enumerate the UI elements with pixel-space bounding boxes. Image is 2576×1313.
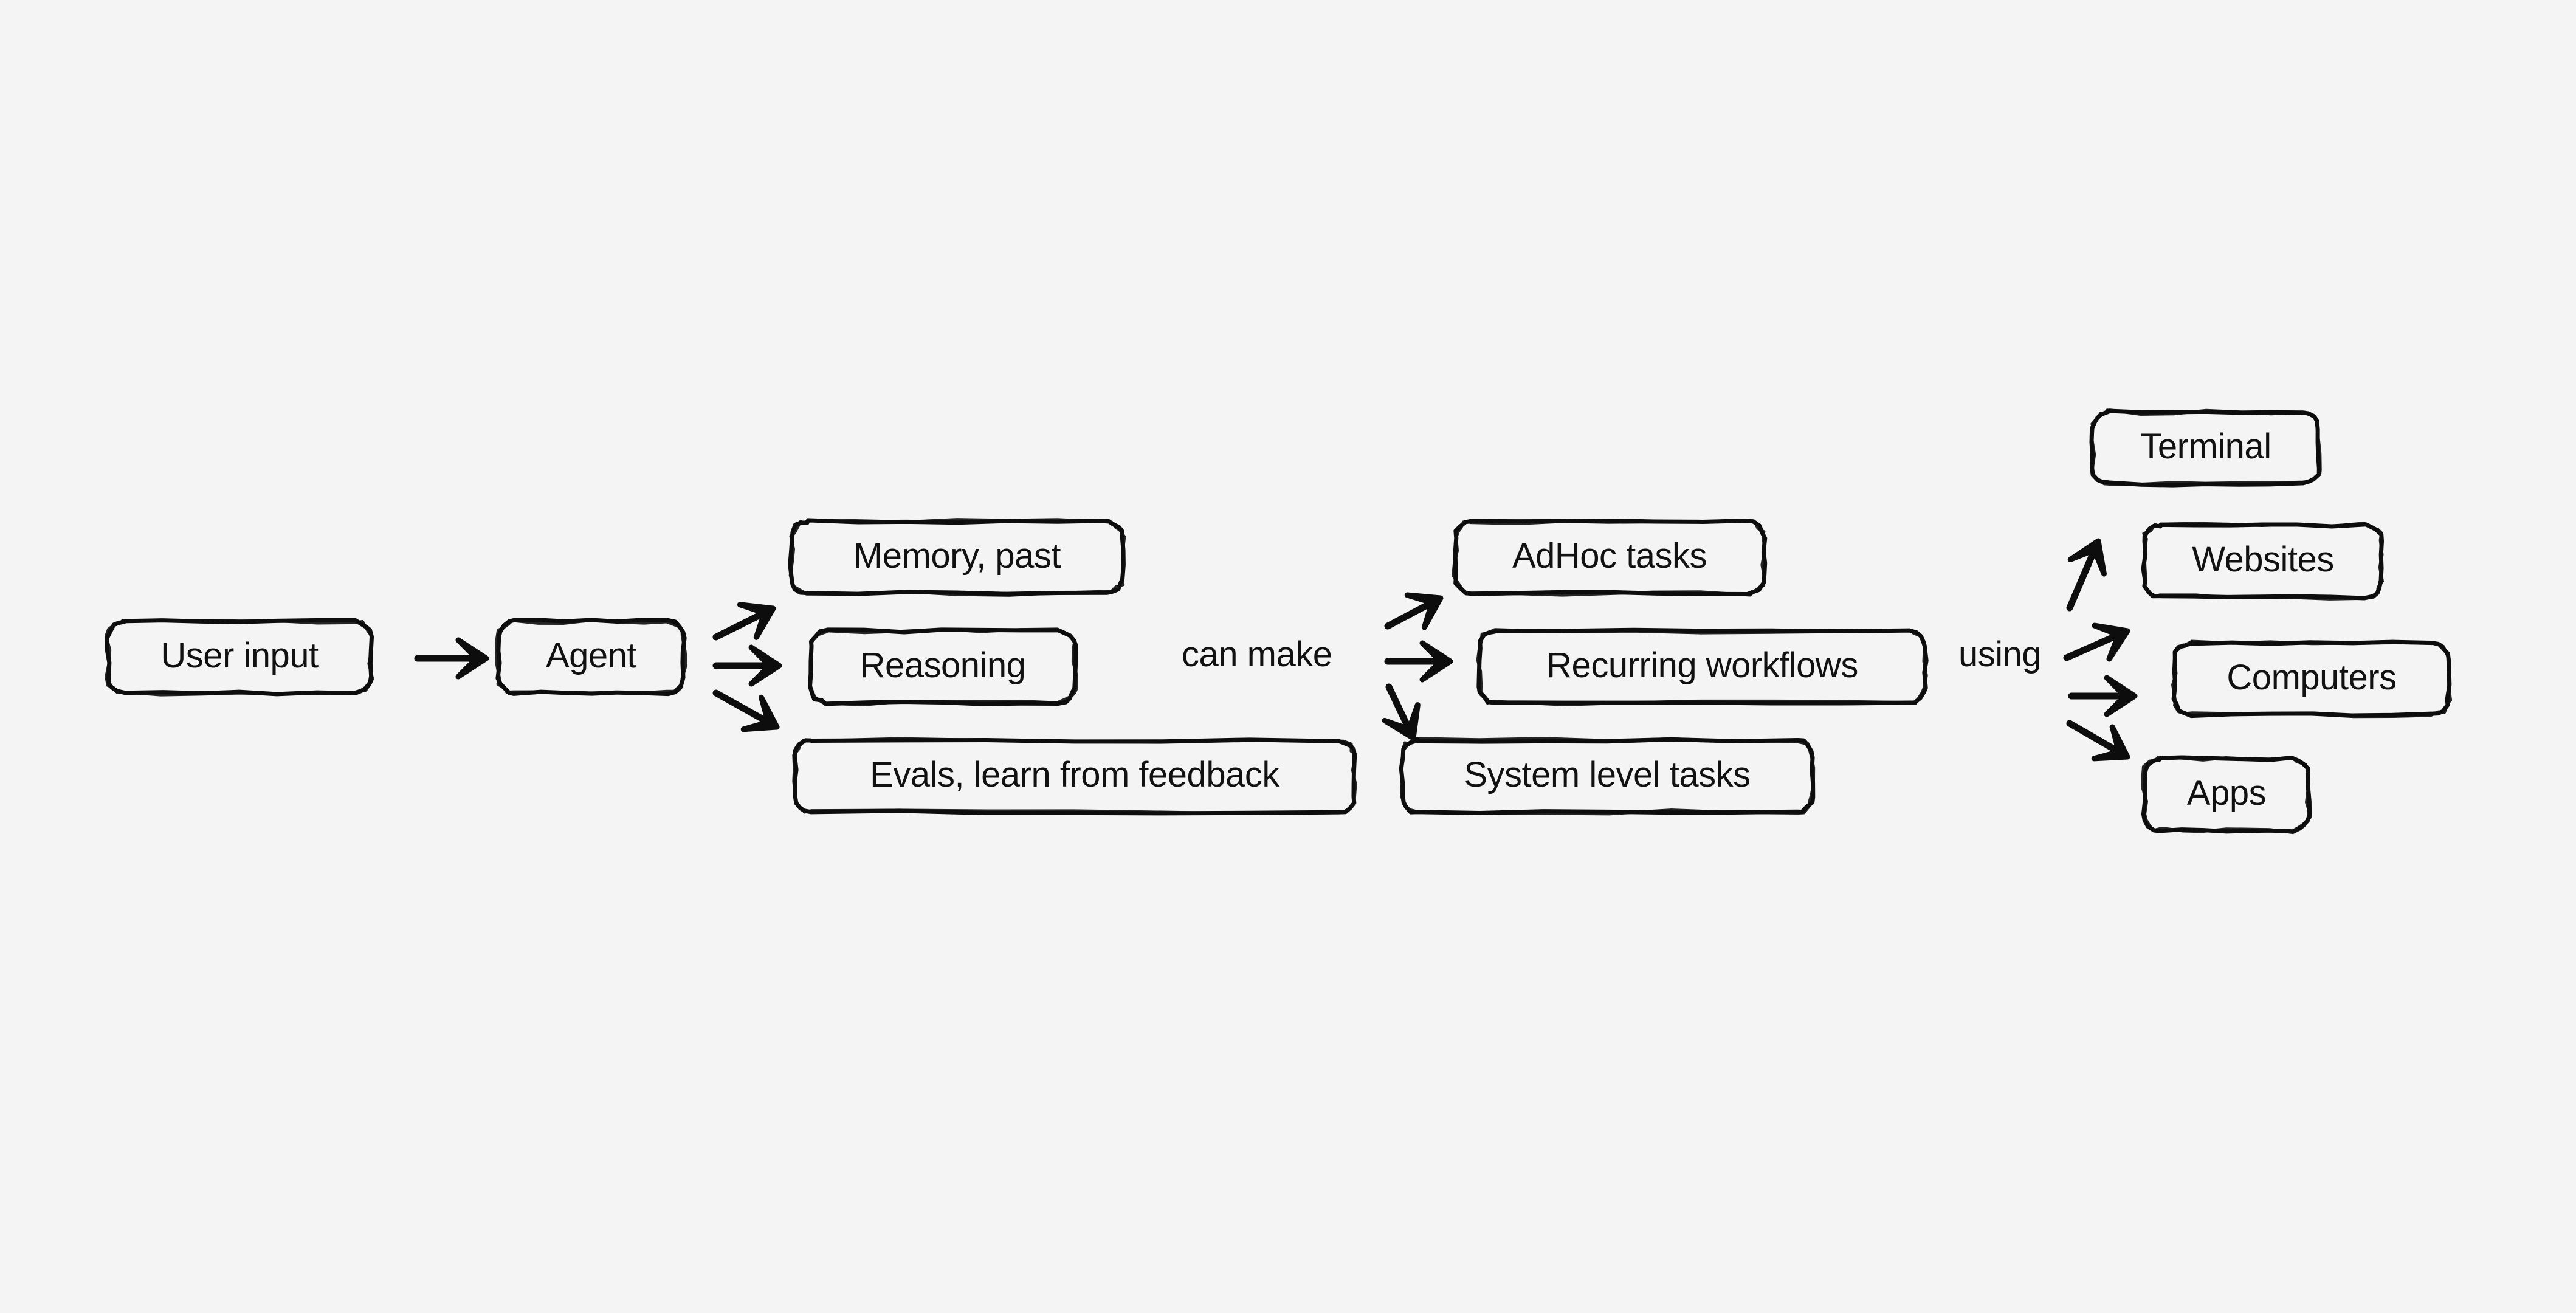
arrow-can-make-to-adhoc: [1384, 592, 1444, 630]
node-system-level-tasks[interactable]: System level tasks: [1399, 737, 1816, 816]
sketch-border: [1452, 518, 1768, 597]
arrow-can-make-to-recurring: [1384, 640, 1453, 683]
node-label: Agent: [545, 636, 637, 675]
node-adhoc-tasks[interactable]: AdHoc tasks: [1452, 518, 1768, 597]
connector-label-using: using: [1958, 635, 2042, 674]
sketch-border: [105, 618, 374, 697]
node-evals-feedback[interactable]: Evals, learn from feedback: [792, 737, 1357, 816]
arrow-agent-to-memory-past: [712, 602, 776, 641]
node-apps[interactable]: Apps: [2141, 755, 2312, 835]
node-label: Terminal: [2140, 427, 2271, 466]
node-label: Evals, learn from feedback: [870, 755, 1279, 794]
node-label: Apps: [2186, 773, 2267, 813]
connector-label-can-make: can make: [1182, 635, 1332, 674]
sketch-border: [788, 518, 1126, 597]
sketch-border: [2141, 755, 2312, 835]
node-label: Computers: [2226, 658, 2397, 697]
arrow-agent-to-evals-feedback: [712, 689, 780, 732]
node-agent[interactable]: Agent: [495, 618, 688, 697]
node-websites[interactable]: Websites: [2141, 522, 2385, 601]
node-user-input[interactable]: User input: [105, 618, 374, 697]
sketch-border: [2141, 522, 2385, 601]
node-label: System level tasks: [1464, 755, 1751, 794]
sketch-border: [2171, 639, 2453, 719]
arrow-using-to-apps: [2066, 720, 2130, 762]
node-recurring-workflows[interactable]: Recurring workflows: [1476, 627, 1929, 706]
arrow-using-to-websites: [2063, 622, 2130, 662]
node-label: Reasoning: [859, 646, 1026, 685]
node-label: Websites: [2192, 540, 2334, 579]
sketch-border: [495, 618, 688, 697]
node-reasoning[interactable]: Reasoning: [808, 627, 1078, 706]
node-label: AdHoc tasks: [1512, 536, 1707, 576]
node-memory-past[interactable]: Memory, past: [788, 518, 1126, 597]
arrow-using-to-computers: [2068, 675, 2138, 717]
arrow-agent-to-reasoning: [712, 644, 782, 687]
sketch-border: [808, 627, 1078, 706]
node-computers[interactable]: Computers: [2171, 639, 2453, 719]
arrow-using-to-terminal: [2066, 538, 2107, 612]
sketch-border: [2089, 408, 2322, 488]
node-label: Memory, past: [853, 536, 1061, 576]
arrow-user-input-to-agent: [414, 637, 489, 680]
sketch-border: [1476, 627, 1929, 706]
node-label: User input: [160, 636, 319, 675]
sketch-border: [792, 737, 1357, 816]
arrow-can-make-to-system-level: [1382, 683, 1421, 741]
node-label: Recurring workflows: [1546, 646, 1858, 685]
sketch-border: [1399, 737, 1816, 816]
node-terminal[interactable]: Terminal: [2089, 408, 2322, 488]
